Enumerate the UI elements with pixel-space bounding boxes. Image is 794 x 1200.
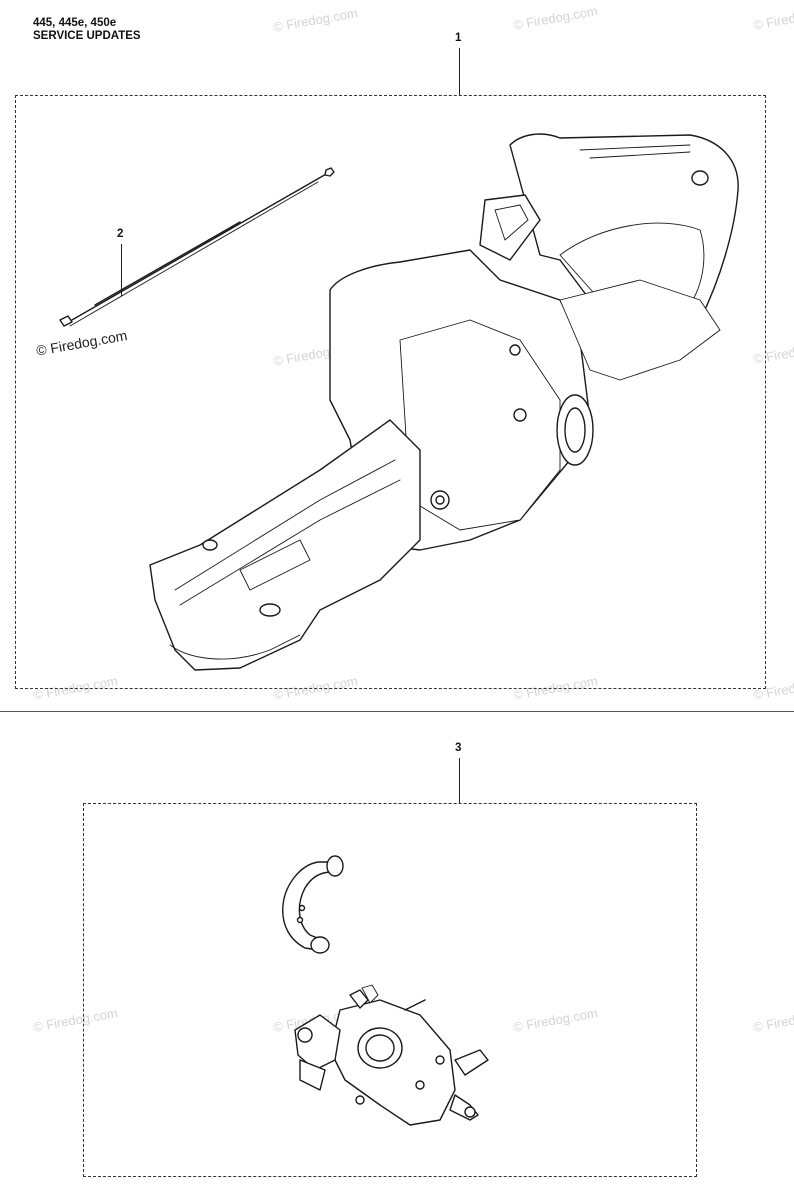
callout-1: 1 xyxy=(455,32,462,44)
section-divider xyxy=(0,711,794,712)
diagram-header: 445, 445e, 450e SERVICE UPDATES xyxy=(33,17,141,43)
part-group-3-box xyxy=(83,803,697,1177)
leader-line-1 xyxy=(459,48,460,95)
callout-2: 2 xyxy=(117,228,124,240)
callout-3: 3 xyxy=(455,742,462,754)
leader-line-3 xyxy=(459,758,460,803)
model-numbers: 445, 445e, 450e xyxy=(33,17,117,29)
leader-line-2 xyxy=(121,244,122,296)
section-title: SERVICE UPDATES xyxy=(33,30,141,42)
part-group-1-box xyxy=(15,95,766,689)
